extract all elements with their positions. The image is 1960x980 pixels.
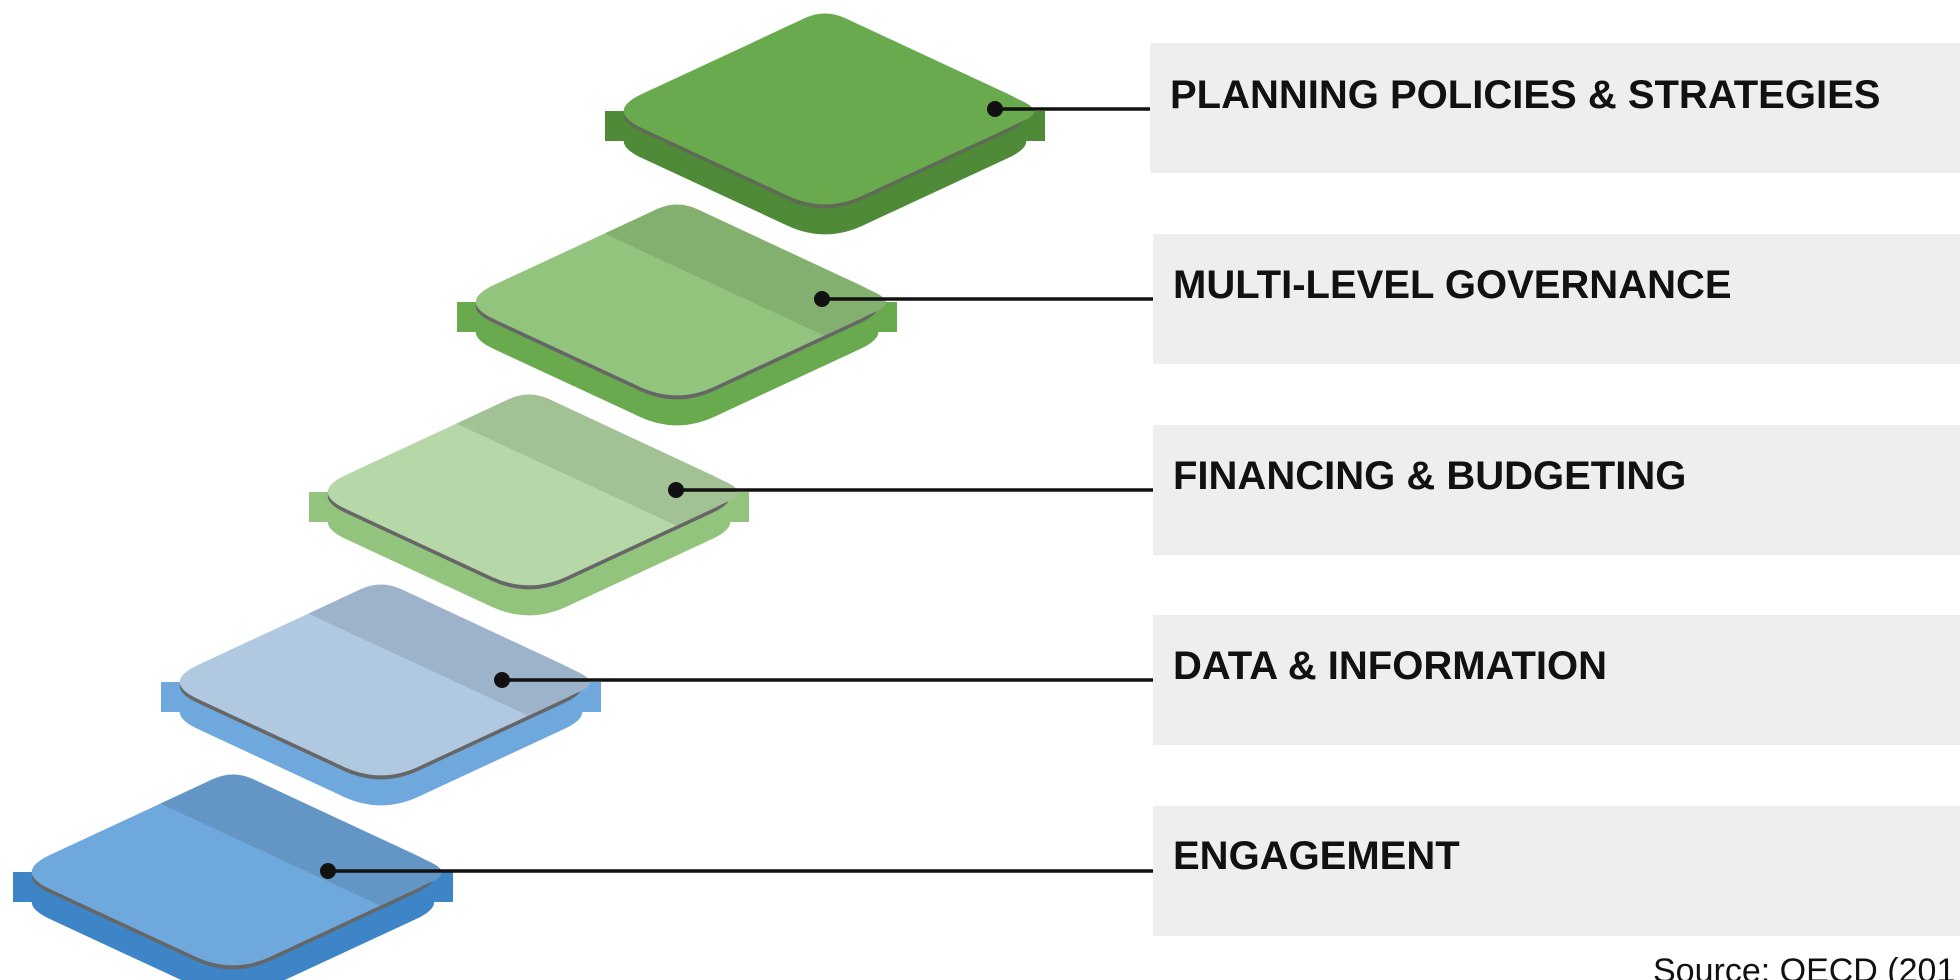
layer-tile	[13, 774, 453, 980]
layer-label: ENGAGEMENT	[320, 806, 1960, 936]
label-box	[1153, 425, 1960, 555]
connector-dot	[668, 482, 684, 498]
label-text: FINANCING & BUDGETING	[1173, 454, 1686, 498]
layer-label: PLANNING POLICIES & STRATEGIES	[987, 43, 1960, 173]
label-text: ENGAGEMENT	[1173, 834, 1460, 878]
label-text: MULTI-LEVEL GOVERNANCE	[1173, 263, 1732, 307]
layer-tile	[309, 394, 749, 616]
layer-tile	[605, 13, 1045, 235]
tile-top-shade	[456, 394, 738, 526]
layer-labels: ENGAGEMENT DATA & INFORMATION FINANCING & …	[320, 43, 1960, 936]
label-box	[1153, 234, 1960, 364]
layer-label: MULTI-LEVEL GOVERNANCE	[814, 234, 1960, 364]
source-note: Source: OECD (201	[1653, 952, 1955, 980]
layer-label: FINANCING & BUDGETING	[668, 425, 1960, 555]
layer-label: DATA & INFORMATION	[494, 615, 1960, 745]
label-text: PLANNING POLICIES & STRATEGIES	[1170, 73, 1880, 117]
label-text: DATA & INFORMATION	[1173, 644, 1607, 688]
staircase-tiles	[13, 13, 1045, 980]
connector-dot	[320, 863, 336, 879]
label-box	[1153, 806, 1960, 936]
connector-dot	[494, 672, 510, 688]
tile-top-shade	[752, 13, 1034, 145]
layer-tile	[457, 204, 897, 426]
label-box	[1150, 43, 1960, 173]
tile-top-shade	[160, 774, 442, 906]
connector-dot	[814, 291, 830, 307]
tile-top-shade	[308, 584, 590, 716]
label-box	[1153, 615, 1960, 745]
layer-tile	[161, 584, 601, 806]
connector-dot	[987, 101, 1003, 117]
